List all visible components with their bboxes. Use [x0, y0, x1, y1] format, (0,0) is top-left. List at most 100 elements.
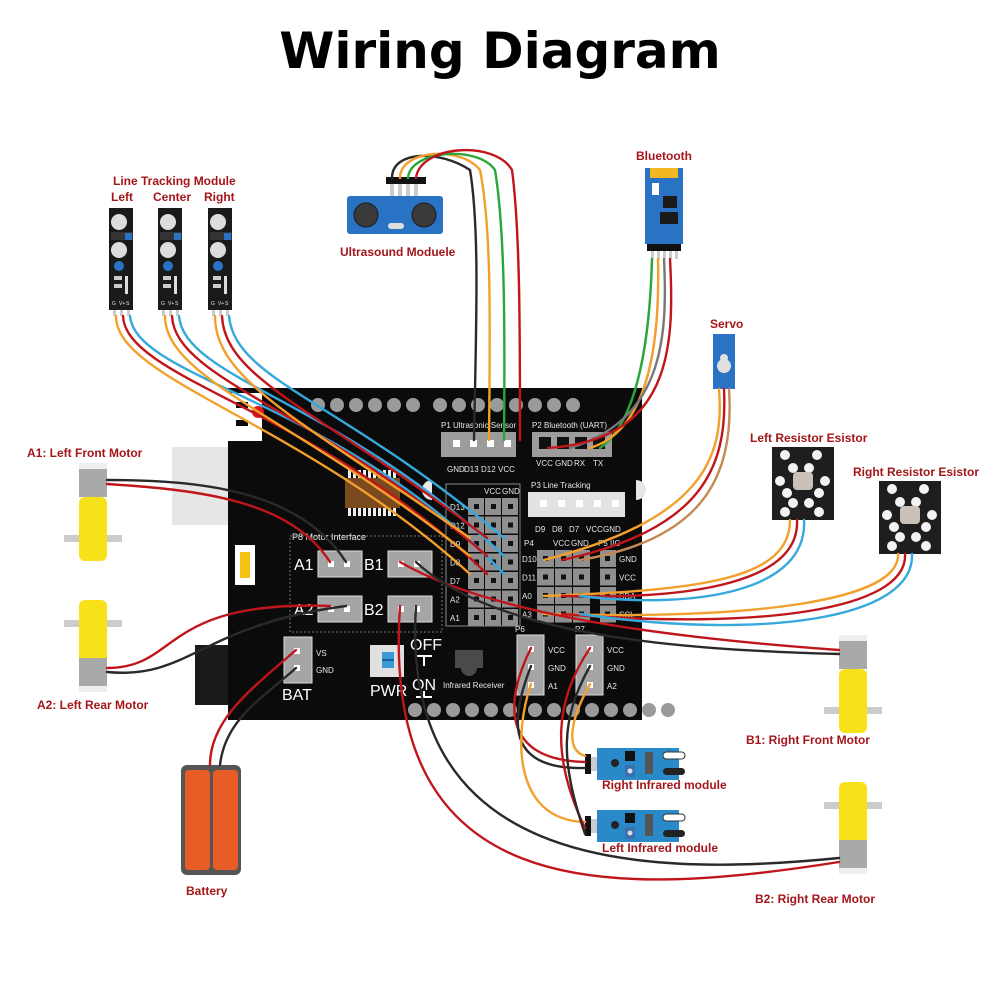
motor-port-label-b2: B2: [364, 602, 384, 619]
wire-right-ir-gnd: [565, 664, 592, 836]
header-pin: [623, 703, 637, 717]
mount-hole: [911, 497, 921, 507]
wire-right-ir-vcc: [559, 646, 592, 830]
pin-label-a1: A1: [548, 682, 558, 691]
pin: [558, 500, 565, 507]
bat-label: BAT: [282, 687, 312, 704]
wire-center-tracker-s: [163, 314, 472, 558]
pin: [504, 440, 511, 447]
motor-b2-label: B2: Right Rear Motor: [755, 892, 875, 906]
mount-hole: [780, 507, 790, 517]
p5-title: P5 IIC: [598, 539, 620, 548]
header-pin: [642, 703, 656, 717]
col-label-vcc: VCC: [484, 487, 501, 496]
wire-left-ir-vcc: [513, 646, 587, 764]
pin: [576, 500, 583, 507]
motor-b2: [824, 782, 882, 874]
row-label-d7: D7: [450, 577, 461, 586]
pin: [453, 440, 460, 447]
pin: [612, 500, 619, 507]
header-pin: [452, 398, 466, 412]
pin-label-gnd: GND: [607, 664, 625, 673]
motor-port-b1: [387, 550, 433, 578]
wire-left-ir-out: [520, 682, 587, 824]
header-pin: [465, 703, 479, 717]
right-resistor-module: Right Resistor Esistor: [853, 465, 979, 554]
left-resistor-module: Left Resistor Esistor: [750, 431, 868, 520]
mount-hole: [927, 510, 937, 520]
mount-hole: [882, 510, 892, 520]
infrared-receiver-label: Infrared Receiver: [443, 681, 505, 690]
mount-hole: [814, 507, 824, 517]
pin-label-vcc: VCC: [498, 465, 515, 474]
wire-ultrasound-gnd: [390, 154, 478, 442]
p5-pin-vcc: VCC: [619, 574, 636, 583]
pin-label-v+: V+: [168, 301, 174, 307]
wire-left-tracker-s: [114, 314, 472, 576]
pin-label-d13: D13: [464, 465, 479, 474]
header-pin: [330, 398, 344, 412]
header-pin: [547, 398, 561, 412]
wire-left-resistor-vcc: [560, 518, 799, 598]
battery-pack: Battery: [181, 765, 241, 898]
pin-label-vcc: VCC: [548, 646, 565, 655]
bluetooth-module: Bluetooth: [636, 149, 692, 259]
row-label-a0: A0: [522, 592, 532, 601]
pin-label-a2: A2: [607, 682, 617, 691]
wire-right-resistor-vcc: [560, 552, 907, 621]
pin-label-gnd: GND: [555, 459, 573, 468]
motor-b1-label: B1: Right Front Motor: [746, 733, 870, 747]
wire-motor-a2-pos: [105, 604, 332, 670]
motor-b1: [824, 635, 882, 733]
mount-hole: [895, 497, 905, 507]
p8-frame: [289, 535, 443, 633]
ultrasound-label: Ultrasound Moduele: [340, 245, 456, 259]
wire-bt-gnd: [568, 257, 667, 450]
header-pin: [427, 703, 441, 717]
row-label-d10: D10: [522, 555, 537, 564]
mount-hole: [921, 522, 931, 532]
wire-left-tracker-gnd: [128, 314, 506, 576]
mount-hole: [788, 498, 798, 508]
wire-servo-signal: [542, 387, 721, 562]
motor-a2-label: A2: Left Rear Motor: [37, 698, 149, 712]
col-label-gnd: GND: [502, 487, 520, 496]
wire-battery-pos: [208, 648, 298, 767]
page-title: Wiring Diagram: [279, 22, 721, 80]
mount-hole: [814, 488, 824, 498]
pwr-label: PWR: [370, 683, 407, 700]
wire-bt-vcc: [546, 257, 673, 450]
wire-ultrasound-d13: [398, 152, 491, 442]
pin-label-s: S: [126, 301, 130, 307]
mount-hole: [782, 488, 792, 498]
mount-hole: [775, 476, 785, 486]
pin-label-vcc: VCC: [536, 459, 553, 468]
wire-left-resistor-s: [542, 518, 792, 598]
left-infrared-label: Left Infrared module: [602, 841, 718, 855]
pin-label-vcc: VCC: [586, 525, 603, 534]
servo-label: Servo: [710, 317, 743, 331]
p8-title: P8 Motor Interface: [292, 532, 366, 542]
line-tracking-center-label: Center: [153, 190, 191, 204]
mount-hole: [921, 541, 931, 551]
header-pin: [387, 398, 401, 412]
header-pin: [471, 398, 485, 412]
header-pin: [490, 398, 504, 412]
mount-hole: [911, 532, 921, 542]
header-pin: [408, 703, 422, 717]
mount-hole: [820, 476, 830, 486]
wire-servo-vcc: [560, 387, 726, 562]
wire-right-resistor-gnd: [578, 552, 914, 627]
p3-title: P3 Line Tracking: [531, 481, 591, 490]
row-label-a3: A3: [522, 611, 532, 620]
pin: [540, 500, 547, 507]
p1-title: P1 Ultrasonic Sensor: [441, 421, 516, 430]
mount-hole: [889, 522, 899, 532]
wire-battery-neg: [218, 666, 298, 767]
header-pin: [547, 703, 561, 717]
wire-right-resistor-s: [542, 552, 900, 617]
header-pin: [566, 398, 580, 412]
